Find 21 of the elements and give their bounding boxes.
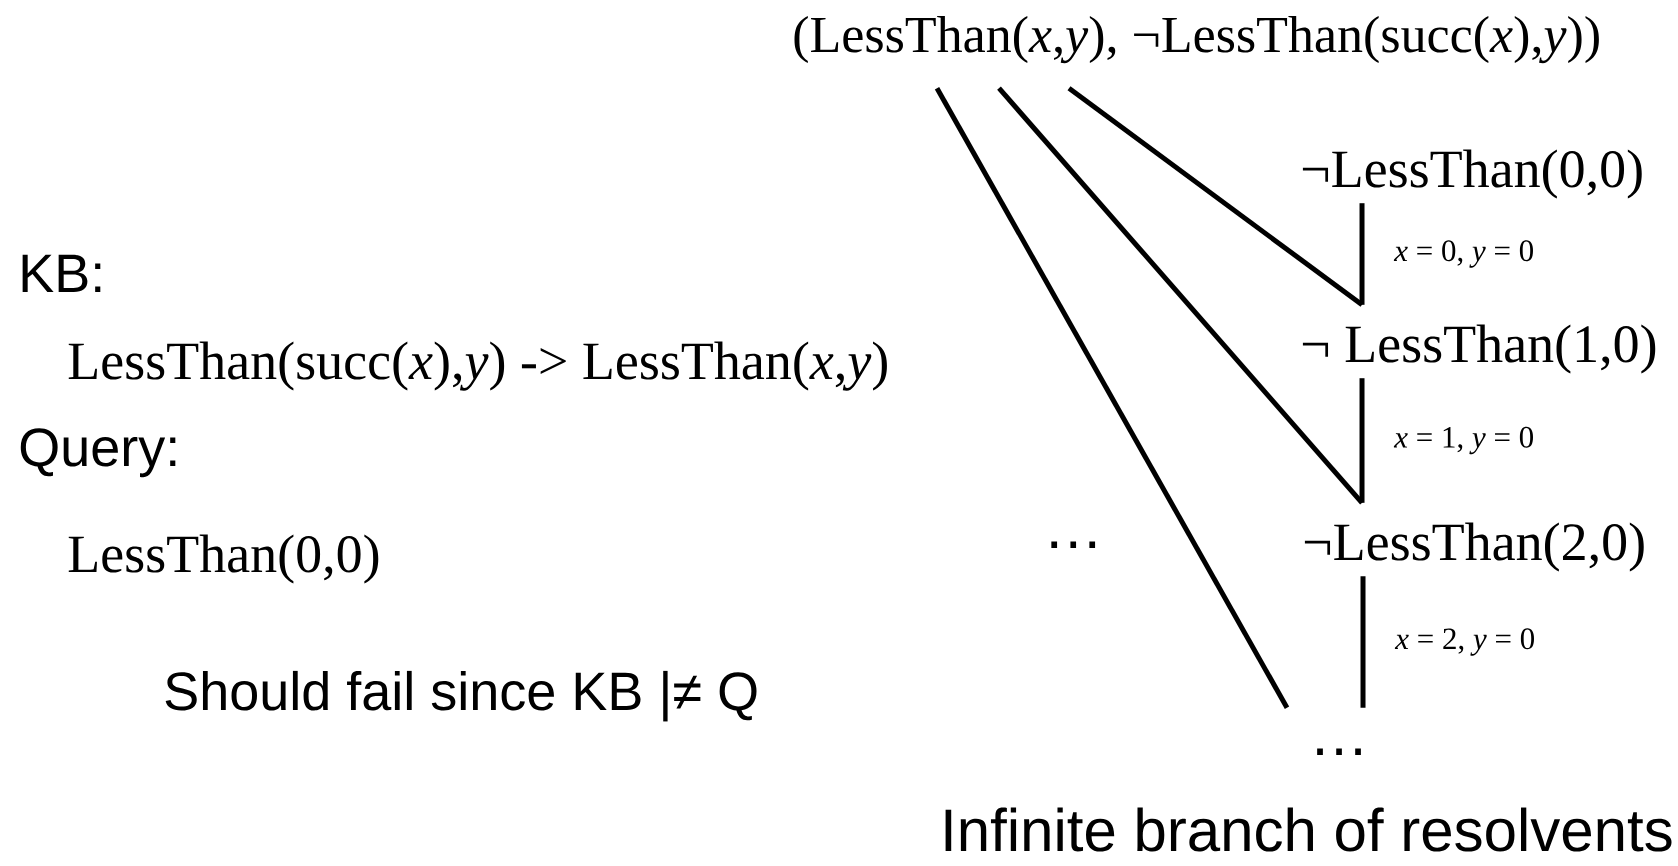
branch-line	[1360, 576, 1366, 708]
edge-label: x = 0, y = 0	[1393, 240, 1533, 268]
resolvent-text: ¬ LessThan(1,0)	[1302, 324, 1656, 374]
branch-line	[934, 86, 1290, 710]
caption-text: Infinite branch of resolvents	[945, 807, 1672, 852]
branch-line	[1359, 378, 1365, 503]
heading-text: Query:	[20, 428, 176, 478]
resolvent-text: ¬LessThan(0,0)	[1302, 149, 1642, 199]
branch-line	[1067, 86, 1364, 307]
clause-text: (LessThan(x,y), ¬LessThan(succ(x),y))	[794, 15, 1599, 64]
branch-line	[997, 86, 1364, 505]
ellipsis-text: …	[1051, 541, 1096, 548]
formula-text: LessThan(0,0)	[68, 534, 379, 584]
ellipsis-text: …	[1317, 748, 1361, 755]
edge-label: x = 1, y = 0	[1393, 426, 1533, 455]
edge-label: x = 2, y = 0	[1394, 628, 1534, 656]
resolvent-text: ¬LessThan(2,0)	[1304, 522, 1644, 572]
branch-line	[1359, 203, 1365, 305]
formula-text: LessThan(succ(x),y) -> LessThan(x,y)	[68, 341, 887, 391]
heading-text: KB:	[22, 254, 101, 292]
note-text: Should fail since KB |≠ Q	[165, 670, 757, 722]
